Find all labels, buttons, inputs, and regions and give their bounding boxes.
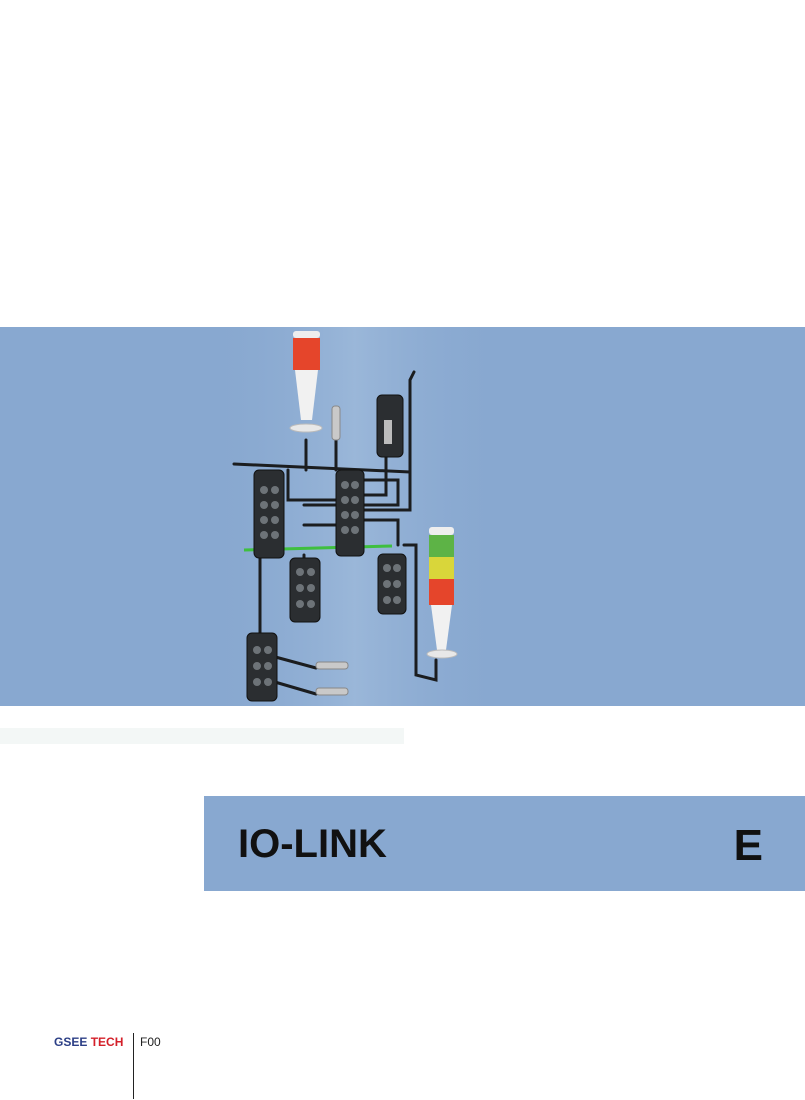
- io-link-hub-icon: [335, 469, 365, 557]
- io-link-network-illustration: [200, 327, 510, 706]
- page-code: F00: [140, 1035, 161, 1049]
- io-link-hub-icon: [246, 632, 278, 702]
- footer-divider: [133, 1033, 134, 1099]
- brand-part-2: TECH: [90, 1035, 124, 1049]
- light-strip: [0, 728, 404, 744]
- signal-tower-light-icon: [289, 331, 323, 433]
- signal-tower-light-icon: [426, 527, 458, 659]
- io-link-hub-icon: [377, 553, 407, 615]
- io-link-hub-icon: [253, 469, 285, 559]
- hero-band: [0, 327, 805, 706]
- section-letter: E: [733, 821, 763, 870]
- io-link-hub-icon: [376, 394, 404, 458]
- page-title: IO-LINK: [238, 822, 387, 866]
- footer-brand: GSEE TECH: [54, 1035, 123, 1049]
- io-link-hub-icon: [289, 557, 321, 623]
- title-band: IO-LINK E: [204, 796, 805, 891]
- brand-part-1: GSEE: [54, 1035, 88, 1049]
